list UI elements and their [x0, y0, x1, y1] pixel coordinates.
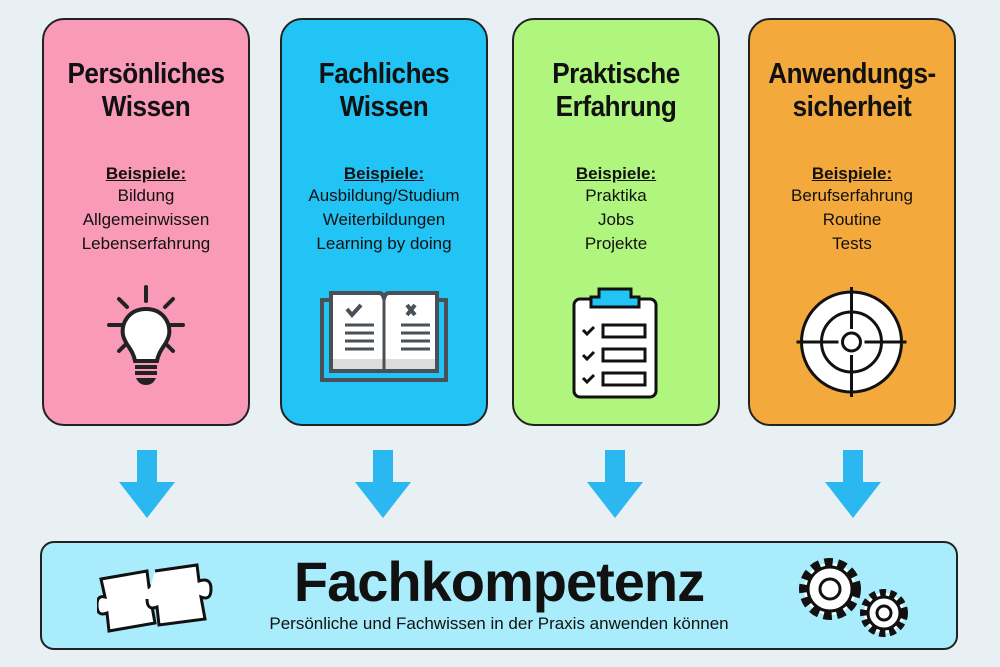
card-title: Fachliches: [318, 58, 450, 90]
examples-label: Beispiele:: [343, 164, 425, 183]
arrow-down-icon: [119, 450, 175, 518]
card-title: Praktische: [552, 58, 680, 90]
card-title: sicherheit: [792, 91, 912, 123]
example-item: Ausbildung/Studium: [308, 186, 460, 205]
example-item: Routine: [822, 210, 882, 229]
example-item: Learning by doing: [316, 234, 452, 253]
card-anwendungssicherheit: Anwendungs-sicherheit Beispiele: Berufse…: [748, 18, 956, 426]
gears-icon: [799, 558, 908, 637]
card-title: Erfahrung: [555, 91, 677, 123]
book-icon: [320, 291, 448, 382]
example-item: Lebenserfahrung: [81, 234, 211, 253]
arrow-down-icon: [825, 450, 881, 518]
examples-label: Beispiele:: [105, 164, 187, 183]
lightbulb-icon: [107, 285, 185, 385]
example-item: Weiterbildungen: [322, 210, 446, 229]
example-item: Praktika: [585, 186, 647, 205]
example-item: Allgemeinwissen: [82, 210, 210, 229]
example-item: Berufserfahrung: [791, 186, 913, 205]
example-item: Jobs: [598, 210, 634, 229]
arrow-down-icon: [587, 450, 643, 518]
card-title: Anwendungs-: [768, 58, 936, 90]
examples-label: Beispiele:: [575, 164, 657, 183]
puzzle-icon: [97, 563, 213, 633]
clipboard-icon: [572, 287, 658, 399]
card-title: Persönliches: [67, 58, 225, 90]
target-icon: [796, 287, 907, 397]
example-item: Tests: [832, 234, 872, 253]
result-title: Fachkompetenz: [293, 550, 705, 613]
card-title: Wissen: [101, 91, 191, 123]
arrow-down-icon: [355, 450, 411, 518]
examples-label: Beispiele:: [811, 164, 893, 183]
example-item: Projekte: [584, 234, 648, 253]
example-item: Bildung: [117, 186, 175, 205]
result-box: Fachkompetenz Persönliche und Fachwissen…: [40, 541, 958, 650]
card-title: Wissen: [339, 91, 429, 123]
result-subtitle: Persönliche und Fachwissen in der Praxis…: [269, 614, 729, 633]
